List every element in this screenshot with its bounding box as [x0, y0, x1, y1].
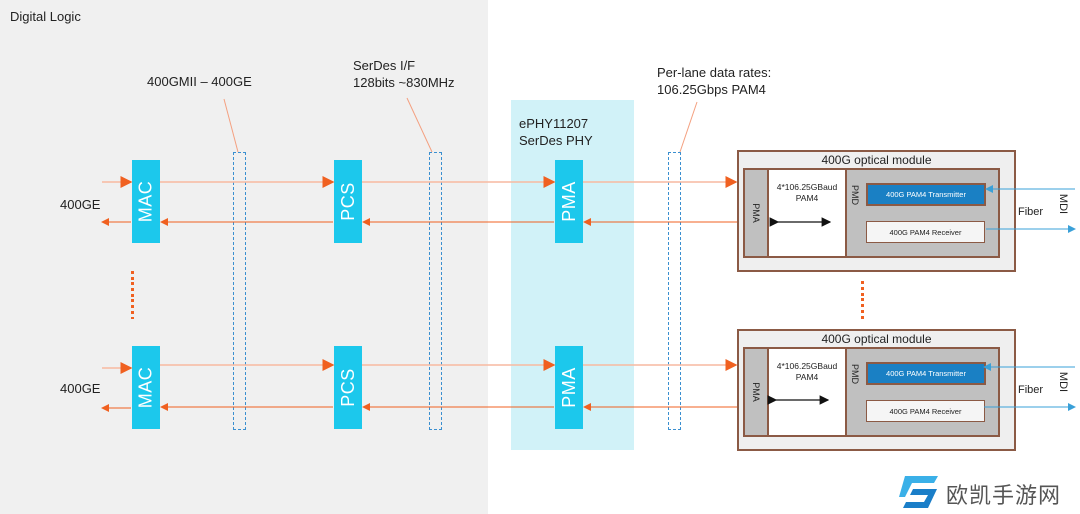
module-title: 400G optical module: [821, 153, 932, 167]
baud-line1: 4*106.25GBaud: [776, 182, 838, 192]
digital-logic-label: Digital Logic: [10, 9, 81, 24]
mac-block: MAC: [132, 346, 160, 429]
digital-logic-region: [0, 0, 488, 514]
module-inner: PMA 4*106.25GBaud PAM4 PMD 400G PAM4 Tra…: [743, 347, 1000, 437]
mac-block: MAC: [132, 160, 160, 243]
receiver-block: 400G PAM4 Receiver: [866, 400, 985, 422]
serdes-if-annotation-line2: 128bits ~830MHz: [353, 75, 455, 90]
pcs-block: PCS: [334, 346, 362, 429]
optical-module: 400G optical module PMA 4*106.25GBaud PA…: [737, 150, 1016, 272]
fiber-label: Fiber: [1018, 384, 1044, 396]
phy-title-line1: ePHY11207: [519, 116, 589, 131]
lane-interface-box: [668, 152, 681, 430]
baud-line2: PAM4: [795, 372, 819, 382]
lane-ellipsis-left: [131, 271, 134, 319]
module-lane-section: 4*106.25GBaud PAM4: [769, 170, 847, 256]
serdes-leader-line: [406, 97, 433, 153]
transmitter-block: 400G PAM4 Transmitter: [866, 362, 986, 385]
fiber-label: Fiber: [1018, 206, 1044, 218]
lane-rates-annotation-line2: 106.25Gbps PAM4: [657, 82, 766, 97]
module-lane-section: 4*106.25GBaud PAM4: [769, 349, 847, 435]
module-title: 400G optical module: [821, 332, 932, 346]
lane-rates-leader-line: [679, 101, 698, 153]
gmii-interface-box: [233, 152, 246, 430]
gmii-annotation: 400GMII – 400GE: [147, 74, 252, 89]
serdes-if-annotation-line1: SerDes I/F: [353, 58, 416, 73]
baud-line1: 4*106.25GBaud: [776, 361, 838, 371]
watermark-logo-icon: [899, 476, 938, 508]
baud-line2: PAM4: [795, 193, 819, 203]
watermark-text: 欧凯手游网: [946, 483, 1062, 508]
gmii-leader-line: [223, 98, 239, 153]
pma-block: PMA: [555, 160, 583, 243]
phy-title-line2: SerDes PHY: [519, 133, 593, 148]
port-label-400ge: 400GE: [60, 381, 101, 396]
lane-ellipsis-right: [861, 281, 864, 319]
pma-block: PMA: [555, 346, 583, 429]
port-label-400ge: 400GE: [60, 197, 101, 212]
optical-module: 400G optical module PMA 4*106.25GBaud PA…: [737, 329, 1016, 451]
module-inner: PMA 4*106.25GBaud PAM4 PMD 400G PAM4 Tra…: [743, 168, 1000, 258]
module-pma: PMA: [745, 170, 769, 256]
transmitter-block: 400G PAM4 Transmitter: [866, 183, 986, 206]
pcs-block: PCS: [334, 160, 362, 243]
lane-rates-annotation-line1: Per-lane data rates:: [657, 65, 772, 80]
module-pma: PMA: [745, 349, 769, 435]
receiver-block: 400G PAM4 Receiver: [866, 221, 985, 243]
serdes-interface-box: [429, 152, 442, 430]
